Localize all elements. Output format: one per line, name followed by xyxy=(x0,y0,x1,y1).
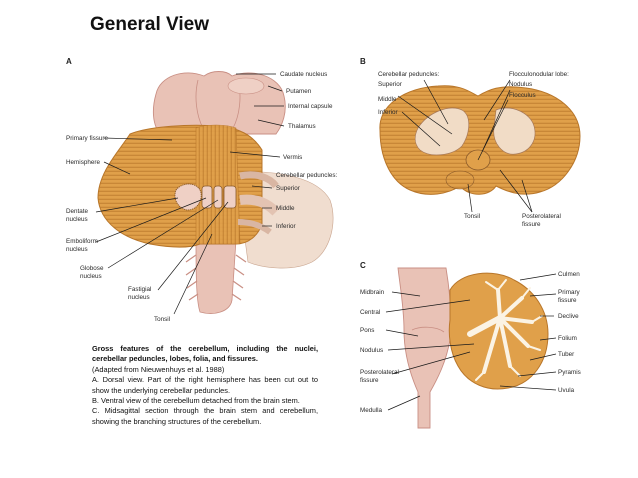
panel-c: C xyxy=(360,261,581,429)
label-primary-fissure-c-line2: fissure xyxy=(558,297,577,304)
label-culmen: Culmen xyxy=(558,271,580,278)
label-primary-fissure-c-line1: Primary xyxy=(558,289,581,296)
figure-caption: Gross features of the cerebellum, includ… xyxy=(92,344,318,427)
peduncle-cut-surface xyxy=(414,107,470,156)
caption-c: C. Midsagittal section through the brain… xyxy=(92,406,318,426)
label-fastigial-line1: Fastigial xyxy=(128,286,151,293)
caudate-nucleus-shape xyxy=(227,77,265,95)
label-inferior-a: Inferior xyxy=(276,223,296,230)
deep-nuclei xyxy=(174,183,237,211)
panel-b: B Cerebellar peduncles: Superior Middle … xyxy=(360,57,581,228)
label-dentate-line2: nucleus xyxy=(66,216,88,223)
panel-a: A xyxy=(66,57,338,323)
panel-c-letter: C xyxy=(360,261,366,270)
leader-lines-c xyxy=(385,273,557,411)
label-flocculus: Flocculus xyxy=(509,92,536,99)
label-tonsil-b: Tonsil xyxy=(464,213,480,220)
label-central: Central xyxy=(360,309,380,316)
peduncles-a xyxy=(237,171,280,235)
label-globose-line2: nucleus xyxy=(80,273,102,280)
label-posterolateral-b-line1: Posterolateral xyxy=(522,213,561,220)
label-primary-fissure-a: Primary fissure xyxy=(66,135,108,142)
label-medulla: Medulla xyxy=(360,407,383,414)
caption-a: A. Dorsal view. Part of the right hemisp… xyxy=(92,375,318,395)
label-nodulus-c: Nodulus xyxy=(360,347,383,354)
label-tonsil-a: Tonsil xyxy=(154,316,170,323)
label-uvula: Uvula xyxy=(558,387,575,394)
thalamus-putamen-block xyxy=(152,71,286,135)
label-folium: Folium xyxy=(558,335,577,342)
label-nodulus-b: Nodulus xyxy=(509,81,532,88)
spinal-cord xyxy=(195,239,237,314)
label-middle-a: Middle xyxy=(276,205,295,212)
label-thalamus: Thalamus xyxy=(288,123,316,130)
caption-b: B. Ventral view of the cerebellum detach… xyxy=(92,396,300,406)
cerebellum-sagittal xyxy=(448,272,549,390)
spinal-nerve-roots xyxy=(185,254,247,301)
label-middle-b: Middle xyxy=(378,96,397,103)
label-hemisphere: Hemisphere xyxy=(66,159,100,166)
label-fastigial-line2: nucleus xyxy=(128,294,150,301)
label-tuber: Tuber xyxy=(558,351,574,358)
caption-heading: Gross features of the cerebellum, includ… xyxy=(92,344,318,364)
leader-lines-a xyxy=(95,73,285,315)
label-dentate-line1: Dentate xyxy=(66,208,89,215)
label-declive: Declive xyxy=(558,313,579,320)
label-posterolateral-b-line2: fissure xyxy=(522,221,541,228)
label-emboliform-line2: nucleus xyxy=(66,246,88,253)
panel-a-letter: A xyxy=(66,57,72,66)
arbor-vitae xyxy=(467,279,543,381)
label-putamen: Putamen xyxy=(286,88,312,95)
caption-source: (Adapted from Nieuwenhuys et al. 1988) xyxy=(92,364,225,374)
panel-b-letter: B xyxy=(360,57,366,66)
label-pyramis: Pyramis xyxy=(558,369,581,376)
label-emboliform-line1: Emboliform xyxy=(66,238,98,245)
label-cerebellar-peduncles-a: Cerebellar peduncles: xyxy=(276,172,338,179)
label-midbrain: Midbrain xyxy=(360,289,385,296)
label-globose-line1: Globose xyxy=(80,265,104,272)
label-inferior-b: Inferior xyxy=(378,109,398,116)
brainstem-sagittal xyxy=(397,267,452,429)
label-superior-b: Superior xyxy=(378,81,402,88)
label-posterolateral-c-line1: Posterolateral xyxy=(360,369,399,376)
ventral-cerebellum xyxy=(379,85,581,195)
tonsil-shape-b xyxy=(445,170,475,190)
label-caudate-nucleus: Caudate nucleus xyxy=(280,71,327,78)
label-flocculonodular-lobe: Flocculonodular lobe: xyxy=(509,71,569,78)
leader-lines-b xyxy=(397,79,533,213)
label-superior-a: Superior xyxy=(276,185,300,192)
label-pons: Pons xyxy=(360,327,374,334)
label-posterolateral-c-line2: fissure xyxy=(360,377,379,384)
label-cerebellar-peduncles-b: Cerebellar peduncles: xyxy=(378,71,440,78)
vermis-shape xyxy=(195,124,241,245)
label-vermis: Vermis xyxy=(283,154,302,161)
label-internal-capsule: Internal capsule xyxy=(288,103,333,110)
slide-title: General View xyxy=(90,14,209,35)
